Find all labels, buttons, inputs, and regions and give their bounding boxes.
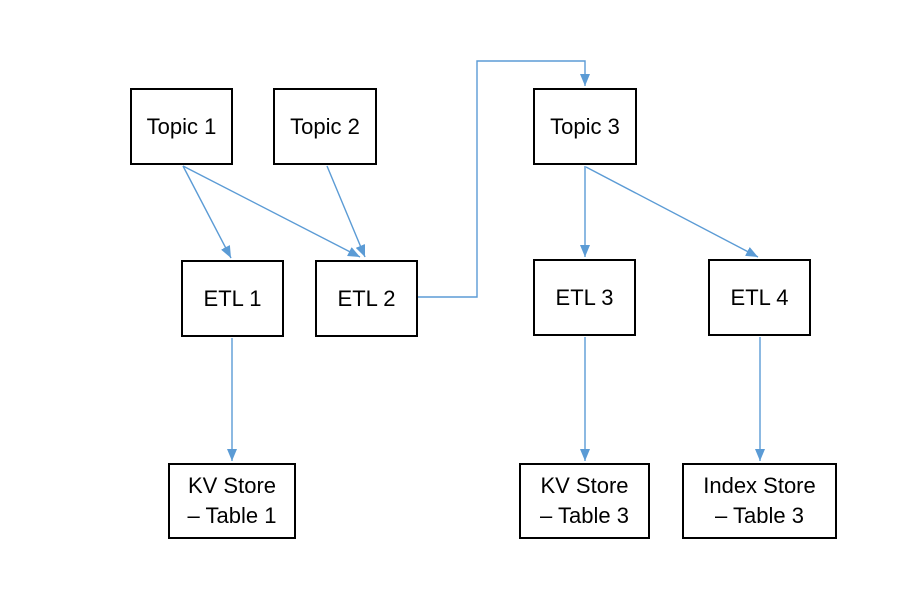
node-kv-store-table-3: KV Store – Table 3 bbox=[519, 463, 650, 539]
node-topic-1: Topic 1 bbox=[130, 88, 233, 165]
node-kv-store-table-1: KV Store – Table 1 bbox=[168, 463, 296, 539]
node-etl-3: ETL 3 bbox=[533, 259, 636, 336]
edge-etl-2-to-topic-3 bbox=[418, 60, 590, 298]
node-index-store-table-3: Index Store – Table 3 bbox=[682, 463, 837, 539]
node-etl-4: ETL 4 bbox=[708, 259, 811, 336]
node-etl-2: ETL 2 bbox=[315, 260, 418, 337]
node-topic-2: Topic 2 bbox=[273, 88, 377, 165]
edge-topic-1-to-etl-2 bbox=[182, 165, 361, 258]
edge-topic-2-to-etl-2 bbox=[326, 165, 366, 258]
node-etl-1: ETL 1 bbox=[181, 260, 284, 337]
node-topic-3: Topic 3 bbox=[533, 88, 637, 165]
edge-topic-1-to-etl-1 bbox=[182, 165, 232, 259]
edge-topic-3-to-etl-4 bbox=[585, 166, 759, 258]
